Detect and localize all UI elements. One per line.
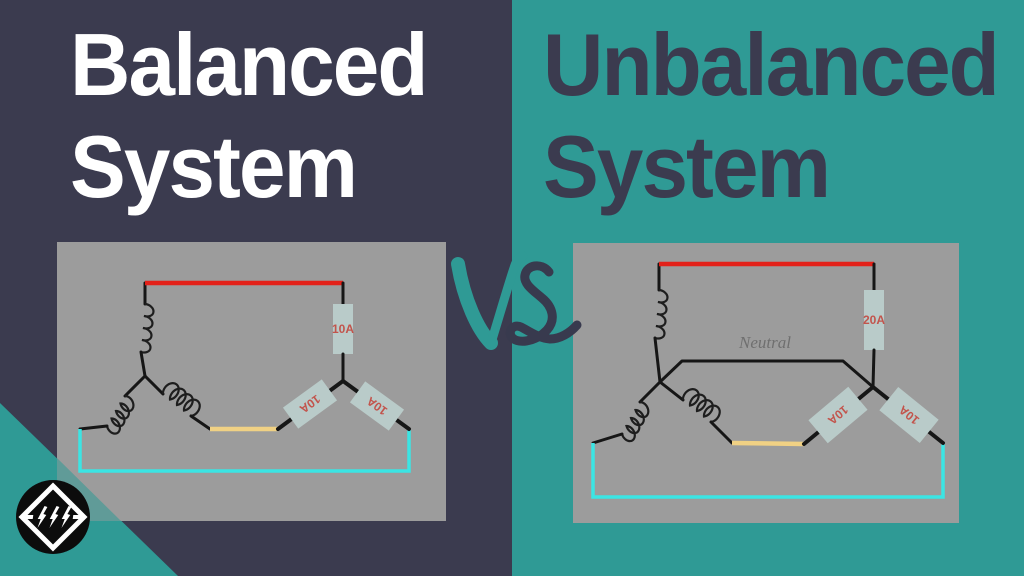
wire xyxy=(123,374,147,398)
coil-icon xyxy=(681,388,721,424)
yellow-phase-wire xyxy=(731,440,805,447)
wire xyxy=(143,374,165,396)
coil-icon xyxy=(654,288,669,340)
wire xyxy=(591,432,624,445)
three-phase-load: 20A 10A 10A xyxy=(802,262,945,446)
resistor-left: 10A xyxy=(808,386,868,444)
cyan-phase-wire xyxy=(78,429,411,473)
left-title: Balanced System xyxy=(70,14,428,218)
resistor-top-label: 20A xyxy=(863,313,885,327)
unbalanced-circuit-panel: Neutral 20A 10A 10A xyxy=(573,243,959,523)
wire xyxy=(139,350,147,378)
neutral-wire xyxy=(658,359,875,389)
cyan-phase-wire xyxy=(591,443,945,499)
resistor-top xyxy=(333,304,353,354)
coil-icon xyxy=(161,382,201,418)
three-phase-source xyxy=(591,262,734,445)
coil-icon xyxy=(105,394,135,435)
wire xyxy=(658,380,685,402)
right-title-line2: System xyxy=(543,117,831,216)
coil-icon xyxy=(140,302,155,354)
three-phase-source xyxy=(78,281,212,435)
right-title: Unbalanced System xyxy=(543,14,1000,218)
wire xyxy=(653,336,662,384)
wire xyxy=(189,414,212,431)
left-title-line2: System xyxy=(70,117,358,216)
unbalanced-circuit-diagram: Neutral 20A 10A 10A xyxy=(591,261,945,499)
balanced-circuit-panel: 10A 10A 10A xyxy=(57,242,446,521)
resistor-top xyxy=(864,290,884,350)
wire xyxy=(871,348,876,389)
resistor-right: 10A xyxy=(349,381,405,431)
left-title-line1: Balanced xyxy=(70,15,428,114)
wire xyxy=(709,420,734,445)
coil-icon xyxy=(620,400,650,443)
wire xyxy=(638,380,662,404)
resistor-top-label: 10A xyxy=(332,322,354,336)
wire xyxy=(78,424,109,431)
balanced-circuit-diagram: 10A 10A 10A xyxy=(78,280,411,473)
resistor-right: 10A xyxy=(879,386,939,444)
three-phase-load: 10A 10A 10A xyxy=(276,281,411,431)
neutral-label: Neutral xyxy=(738,333,791,352)
lightning-diamond-logo xyxy=(16,480,90,554)
resistor-left: 10A xyxy=(282,379,338,429)
right-title-line1: Unbalanced xyxy=(543,15,1000,114)
